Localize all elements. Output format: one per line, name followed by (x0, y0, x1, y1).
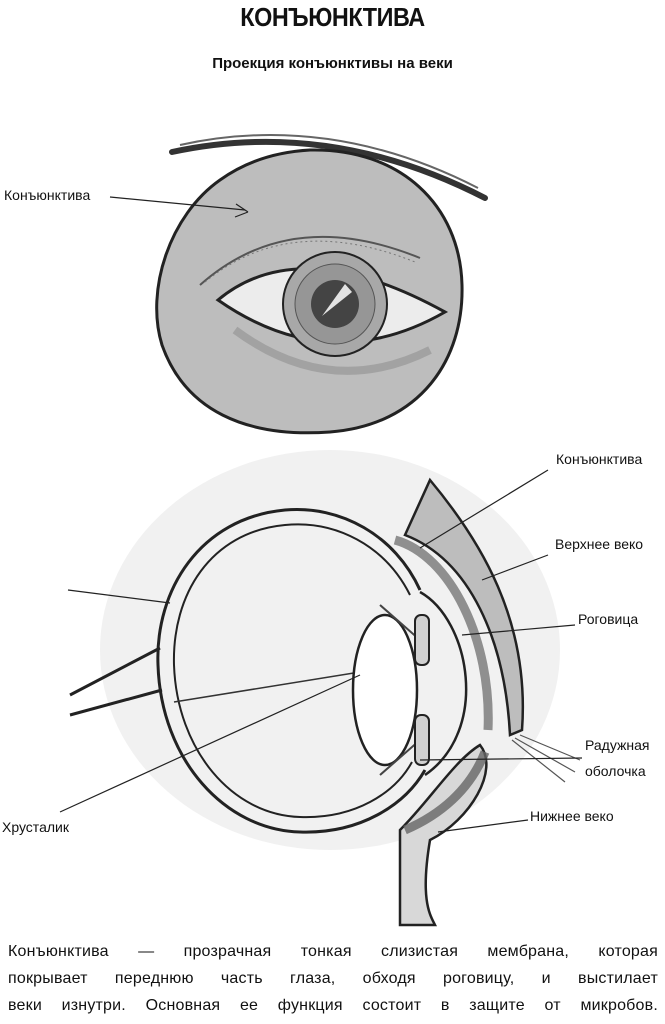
leader-iris (419, 757, 583, 761)
caption-line-1: Конъюнктива — прозрачная тонкая слизиста… (8, 943, 658, 960)
caption: Конъюнктива — прозрачная тонкая слизиста… (8, 938, 658, 1019)
label-conjunctiva-top: Конъюнктива (4, 187, 91, 203)
leader-conjunctiva-side (419, 469, 549, 549)
eye-section-illustration (69, 450, 581, 927)
label-cornea: Роговица (578, 611, 639, 627)
eye-anatomy-diagram (59, 134, 583, 927)
leader-lines (59, 196, 583, 833)
caption-line-2: покрывает переднюю часть глаза, обходя р… (8, 970, 658, 987)
label-iris-line1: Радужная (585, 737, 650, 753)
label-lower-eyelid: Нижнее веко (530, 808, 614, 824)
leader-cornea (461, 624, 576, 636)
leader-lens (59, 674, 361, 813)
label-lens: Хрусталик (2, 819, 69, 835)
leader-wall (67, 589, 171, 604)
leader-upper-eyelid (481, 554, 549, 581)
label-iris-line2: оболочка (585, 763, 646, 779)
leader-conjunctiva-top (109, 196, 246, 211)
page-title: КОНЪЮНКТИВА (240, 2, 425, 32)
leader-lower-eyelid (437, 819, 529, 833)
page-subtitle: Проекция конъюнктивы на веки (212, 55, 453, 72)
upper-eyelid (403, 477, 525, 737)
cornea-section (419, 590, 468, 777)
label-conjunctiva-side: Конъюнктива (556, 451, 643, 467)
lens (351, 613, 419, 767)
label-upper-eyelid: Верхнее веко (555, 536, 644, 552)
frontal-eye-illustration (155, 134, 488, 435)
iris-section (414, 614, 430, 666)
caption-line-3: веки изнутри. Основная ее функция состои… (8, 997, 658, 1014)
eyeball-wall (156, 507, 427, 834)
